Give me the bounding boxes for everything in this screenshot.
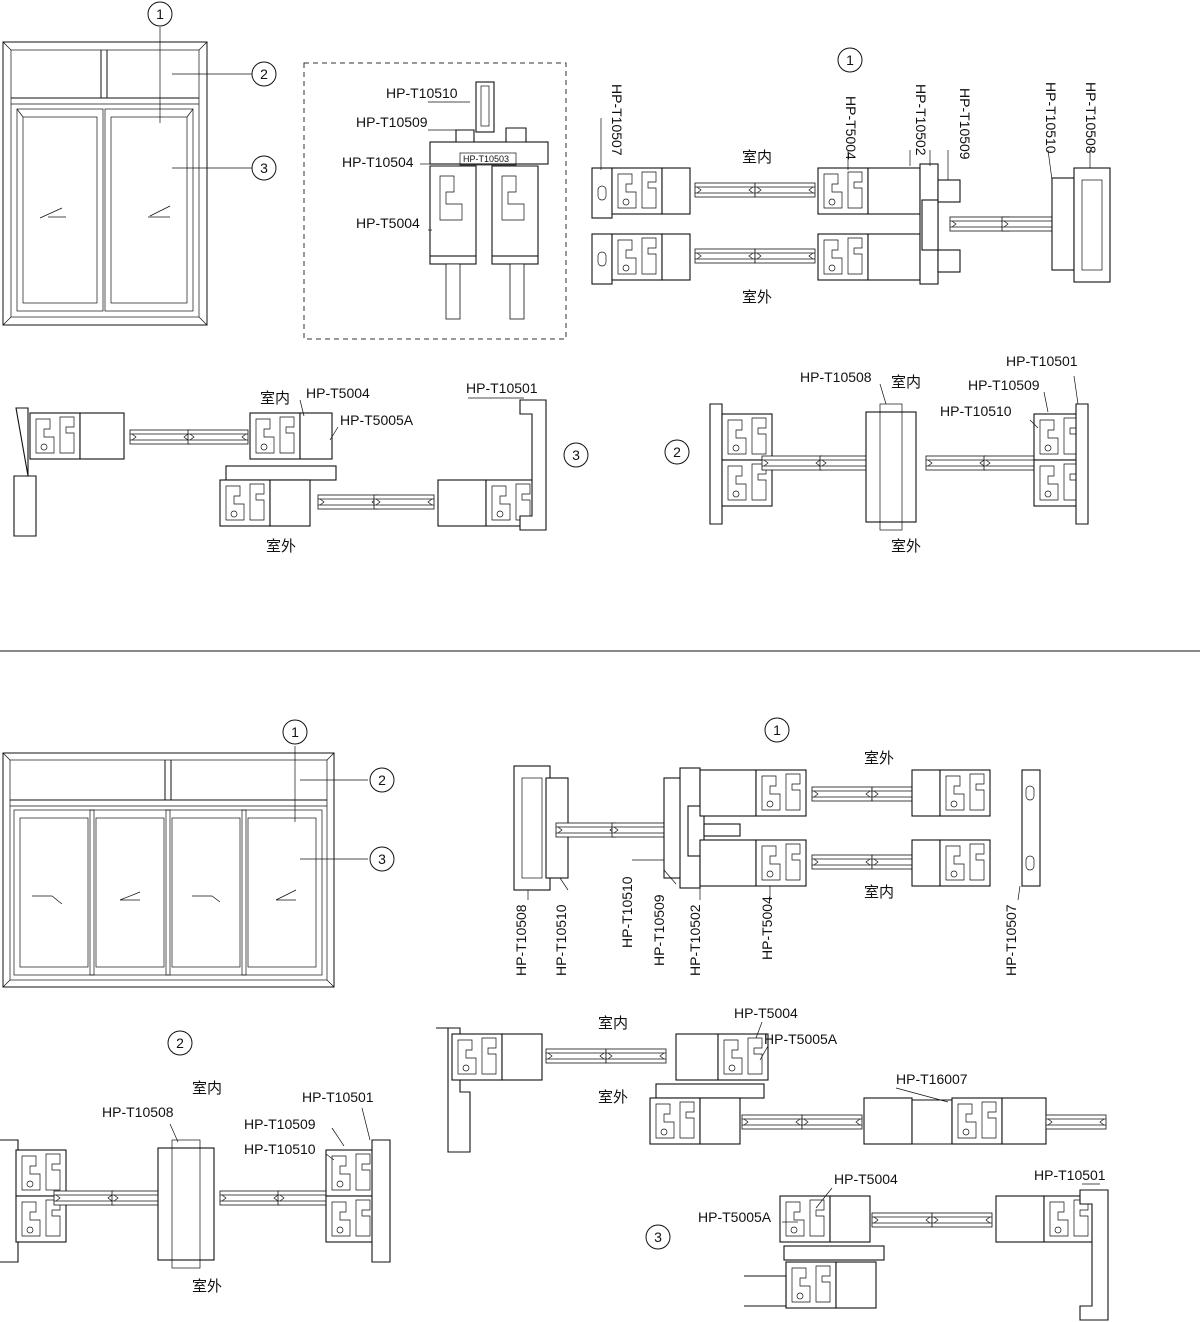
- vlabel-t10508-top: HP-T10508: [1083, 82, 1099, 154]
- outdoor-label-bottom-1: 室外: [864, 749, 894, 767]
- indoor-label-bottom-2: 室内: [192, 1079, 222, 1097]
- svg-text:3: 3: [654, 1229, 662, 1245]
- svg-text:3: 3: [260, 160, 268, 176]
- section-detail-bottom-2: [0, 1107, 391, 1269]
- svg-text:1: 1: [773, 722, 781, 738]
- marker-top-section-1: 1: [837, 47, 863, 73]
- svg-text:2: 2: [176, 1035, 184, 1051]
- vlabel-t10502-bottom: HP-T10502: [687, 904, 703, 976]
- outdoor-label-bottom-3: 室外: [598, 1088, 628, 1106]
- vlabel-t5004-top: HP-T5004: [843, 96, 859, 160]
- label-t10509-detail: HP-T10509: [356, 114, 428, 130]
- label-t10509-top-2: HP-T10509: [968, 377, 1040, 393]
- section-detail-top-2: [709, 375, 1089, 531]
- label-t10510-detail: HP-T10510: [386, 85, 458, 101]
- vlabel-t10508-bottom: HP-T10508: [513, 904, 529, 976]
- svg-text:3: 3: [572, 447, 580, 463]
- marker-bottom-elev-2: 2: [369, 767, 395, 793]
- label-t5005a-bottom-3: HP-T5005A: [764, 1031, 838, 1047]
- marker-top-elev-3: 3: [251, 155, 277, 181]
- vlabel-t10507-top: HP-T10507: [609, 84, 625, 156]
- vlabel-t10507-bottom: HP-T10507: [1003, 904, 1019, 976]
- svg-text:1: 1: [291, 724, 299, 740]
- marker-top-elev-2: 2: [251, 61, 277, 87]
- indoor-label-top-2: 室内: [891, 373, 921, 391]
- svg-text:2: 2: [673, 444, 681, 460]
- section-detail-bottom-3-upper: [436, 1021, 1107, 1153]
- outdoor-label-top-3: 室外: [266, 537, 296, 555]
- indoor-label-bottom-1: 室内: [864, 883, 894, 901]
- vlabel-t10509-top: HP-T10509: [957, 88, 973, 160]
- section-detail-bottom-3-lower: [744, 1183, 1109, 1321]
- vlabel-t10502-top: HP-T10502: [913, 84, 929, 156]
- label-t5004-detail: HP-T5004: [356, 215, 420, 231]
- vlabel-t10510-bottom-b: HP-T10510: [619, 876, 635, 948]
- label-t5004-bottom-3: HP-T5004: [734, 1005, 798, 1021]
- mullion-detail-section: HP-T10503: [303, 62, 567, 340]
- outdoor-label-top-1: 室外: [742, 288, 772, 306]
- label-t10510-top-2: HP-T10510: [940, 403, 1012, 419]
- marker-top-section-3: 3: [563, 442, 589, 468]
- label-t10508-top-2: HP-T10508: [800, 369, 872, 385]
- label-t5005a-top-3: HP-T5005A: [340, 412, 414, 428]
- svg-text:1: 1: [156, 6, 164, 22]
- marker-bottom-elev-1: 1: [282, 719, 308, 745]
- marker-bottom-elev-3: 3: [369, 846, 395, 872]
- label-t5004-bottom-3b: HP-T5004: [834, 1171, 898, 1187]
- svg-text:2: 2: [260, 66, 268, 82]
- label-t16007-bottom-3: HP-T16007: [896, 1071, 968, 1087]
- indoor-label-top-3: 室内: [260, 389, 290, 407]
- indoor-label-bottom-3: 室内: [598, 1014, 628, 1032]
- marker-bottom-section-2: 2: [167, 1030, 193, 1056]
- window-elevation-four-panel: [2, 746, 368, 988]
- vlabel-t5004-bottom: HP-T5004: [759, 896, 775, 960]
- svg-text:1: 1: [846, 52, 854, 68]
- label-t10503-small: HP-T10503: [463, 154, 509, 164]
- section-detail-bottom-1: [513, 765, 1041, 901]
- label-t10501-bottom-2: HP-T10501: [302, 1089, 374, 1105]
- section-detail-top-1: [591, 118, 1111, 285]
- svg-text:3: 3: [378, 851, 386, 867]
- label-t10510-bottom-2: HP-T10510: [244, 1141, 316, 1157]
- marker-top-elev-1: 1: [147, 1, 173, 27]
- vlabel-t10510-top: HP-T10510: [1043, 82, 1059, 154]
- label-t10508-bottom-2: HP-T10508: [102, 1104, 174, 1120]
- vlabel-t10509-bottom: HP-T10509: [651, 894, 667, 966]
- label-t10501-top-3: HP-T10501: [466, 380, 538, 396]
- marker-top-section-2: 2: [664, 439, 690, 465]
- marker-bottom-section-1: 1: [764, 717, 790, 743]
- label-t5004-top-3: HP-T5004: [306, 385, 370, 401]
- label-t10501-top-2: HP-T10501: [1006, 353, 1078, 369]
- outdoor-label-bottom-2: 室外: [192, 1277, 222, 1295]
- vlabel-t10510-bottom: HP-T10510: [553, 904, 569, 976]
- label-t10501-bottom-3: HP-T10501: [1034, 1167, 1106, 1183]
- marker-bottom-section-3: 3: [645, 1224, 671, 1250]
- section-detail-top-3: [13, 397, 547, 537]
- label-t5005a-bottom-3b: HP-T5005A: [698, 1209, 772, 1225]
- label-t10509-bottom-2: HP-T10509: [244, 1116, 316, 1132]
- indoor-label-top-1: 室内: [742, 148, 772, 166]
- window-elevation-two-panel: [2, 27, 252, 326]
- label-t10504-detail: HP-T10504: [342, 154, 414, 170]
- svg-text:2: 2: [378, 772, 386, 788]
- outdoor-label-top-2: 室外: [891, 537, 921, 555]
